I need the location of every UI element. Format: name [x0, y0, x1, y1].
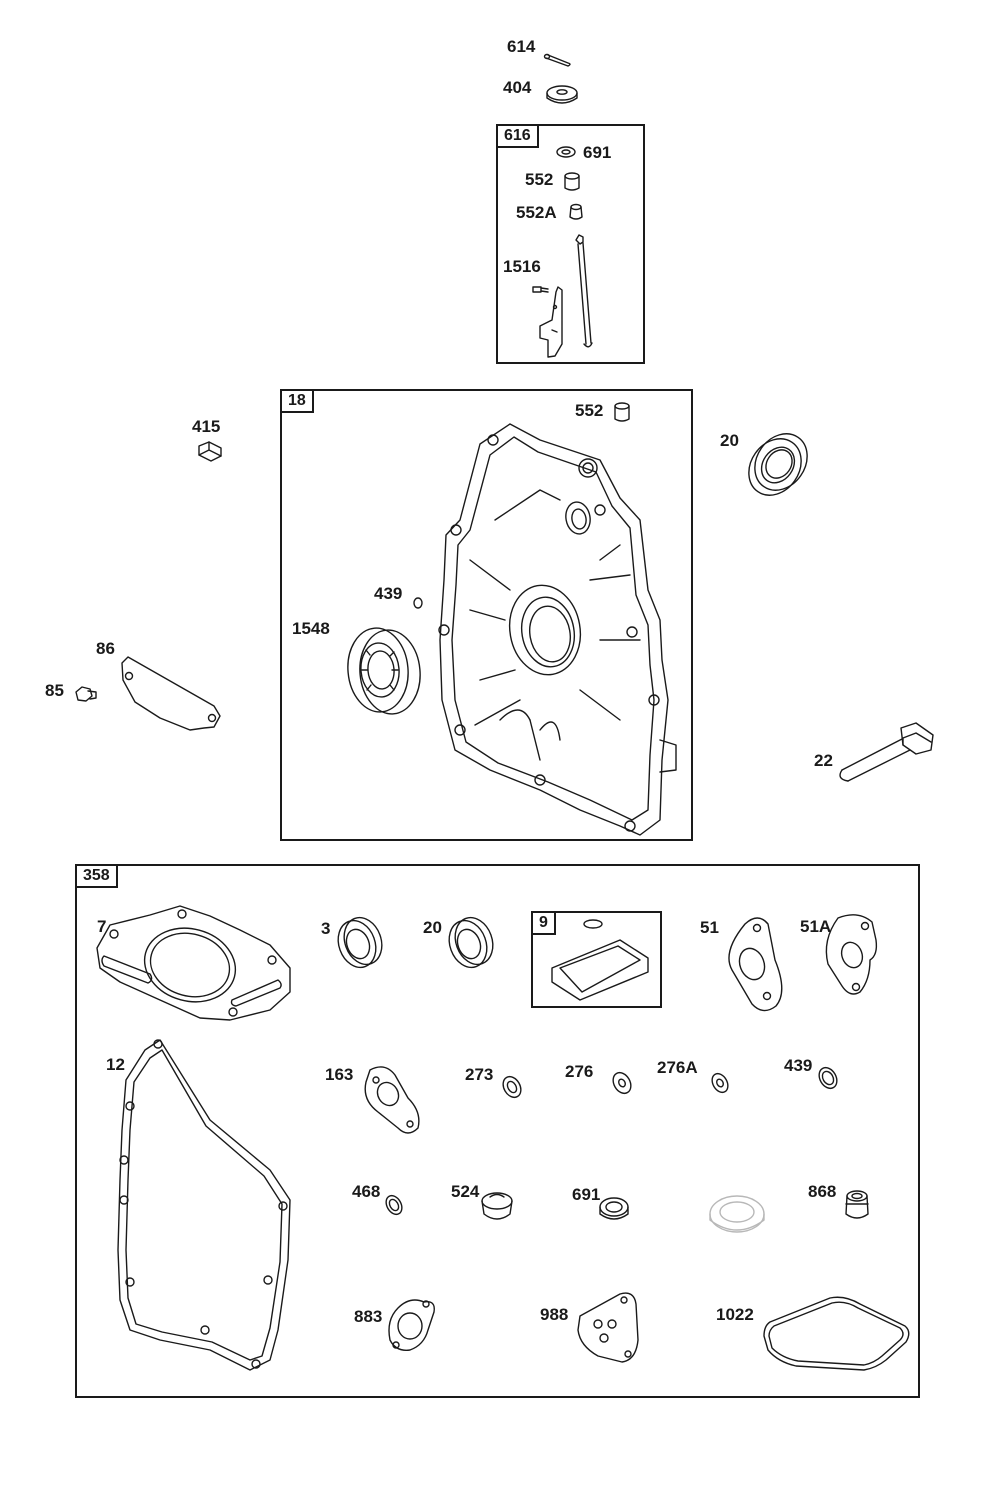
group-358-box: 358 — [75, 864, 920, 1398]
bearing-1548-icon — [344, 626, 423, 717]
group-616-box: 616 — [496, 124, 645, 364]
callout-439-a: 439 — [374, 584, 403, 603]
plug-524-icon — [482, 1193, 512, 1219]
callout-51: 51 — [700, 918, 719, 937]
callout-439-b: 439 — [784, 1056, 813, 1075]
crankcase-cover-18-icon — [439, 424, 676, 835]
oil-seal-20-icon — [738, 424, 818, 506]
callout-404: 404 — [503, 78, 532, 97]
callout-868: 868 — [808, 1182, 837, 1201]
callout-552A: 552A — [516, 203, 557, 222]
callout-883: 883 — [354, 1307, 383, 1326]
gasket-163-icon — [365, 1067, 419, 1133]
callout-415: 415 — [192, 417, 221, 436]
washer-404-icon — [547, 86, 577, 103]
callout-552-b: 552 — [575, 401, 604, 420]
oring-439-kit-icon — [816, 1064, 841, 1091]
callout-614: 614 — [507, 37, 536, 56]
callout-468: 468 — [352, 1182, 381, 1201]
washer-276-icon — [610, 1069, 635, 1096]
callout-1548: 1548 — [292, 619, 330, 638]
group-9-label: 9 — [531, 911, 556, 935]
callout-691: 691 — [583, 143, 612, 162]
bolt-22-icon — [840, 723, 933, 781]
callout-691-b: 691 — [572, 1185, 601, 1204]
head-gasket-7-icon — [97, 906, 290, 1020]
seal-20-kit-icon — [443, 912, 499, 972]
callout-163: 163 — [325, 1065, 354, 1084]
washer-276A-icon — [709, 1071, 731, 1095]
callout-524: 524 — [451, 1182, 480, 1201]
group-358-label: 358 — [75, 864, 118, 888]
washer-468-icon — [383, 1193, 405, 1217]
callout-12: 12 — [106, 1055, 125, 1074]
plug-415-icon — [199, 442, 221, 461]
seal-691-kit-icon — [600, 1198, 628, 1219]
callout-1516: 1516 — [503, 257, 541, 276]
group-18-box: 18 — [280, 389, 693, 841]
oring-439-icon — [414, 598, 422, 608]
callout-276A: 276A — [657, 1058, 698, 1077]
callout-276: 276 — [565, 1062, 594, 1081]
gasket-51A-icon — [826, 915, 876, 994]
washer-273-icon — [500, 1073, 525, 1100]
governor-arm-icon — [540, 287, 562, 357]
callout-273: 273 — [465, 1065, 494, 1084]
callout-988: 988 — [540, 1305, 569, 1324]
group-9-box: 9 — [531, 911, 662, 1008]
callout-3: 3 — [321, 919, 331, 938]
callout-86: 86 — [96, 639, 115, 658]
gasket-988-icon — [578, 1293, 638, 1362]
screw-1516-icon — [533, 287, 548, 292]
callout-1022: 1022 — [716, 1305, 754, 1324]
group-18-label: 18 — [280, 389, 314, 413]
bushing-552-icon — [565, 173, 579, 190]
callout-552: 552 — [525, 170, 554, 189]
callout-20-b: 20 — [423, 918, 442, 937]
governor-shaft-icon — [576, 235, 592, 347]
callout-85: 85 — [45, 681, 64, 700]
callout-20-a: 20 — [720, 431, 739, 450]
callout-51A: 51A — [800, 917, 832, 936]
screw-85-icon — [76, 687, 96, 701]
callout-7: 7 — [97, 917, 107, 936]
gasket-12-icon — [118, 1040, 290, 1370]
seal-691-small-icon — [557, 147, 575, 157]
gasket-883-icon — [389, 1300, 434, 1350]
gasket-1022-icon — [764, 1297, 909, 1370]
gasket-51-icon — [729, 918, 782, 1011]
gasket-9-icon — [552, 920, 648, 1000]
seal-3-icon — [332, 912, 388, 972]
callout-22: 22 — [814, 751, 833, 770]
bushing-552A-icon — [570, 205, 582, 220]
group-616-label: 616 — [496, 124, 539, 148]
seal-868-icon — [846, 1191, 868, 1218]
faint-washer-icon — [710, 1196, 764, 1232]
gasket-86-icon — [122, 657, 220, 730]
cotter-pin-614-icon — [545, 55, 571, 67]
bushing-552-b-icon — [615, 403, 629, 421]
